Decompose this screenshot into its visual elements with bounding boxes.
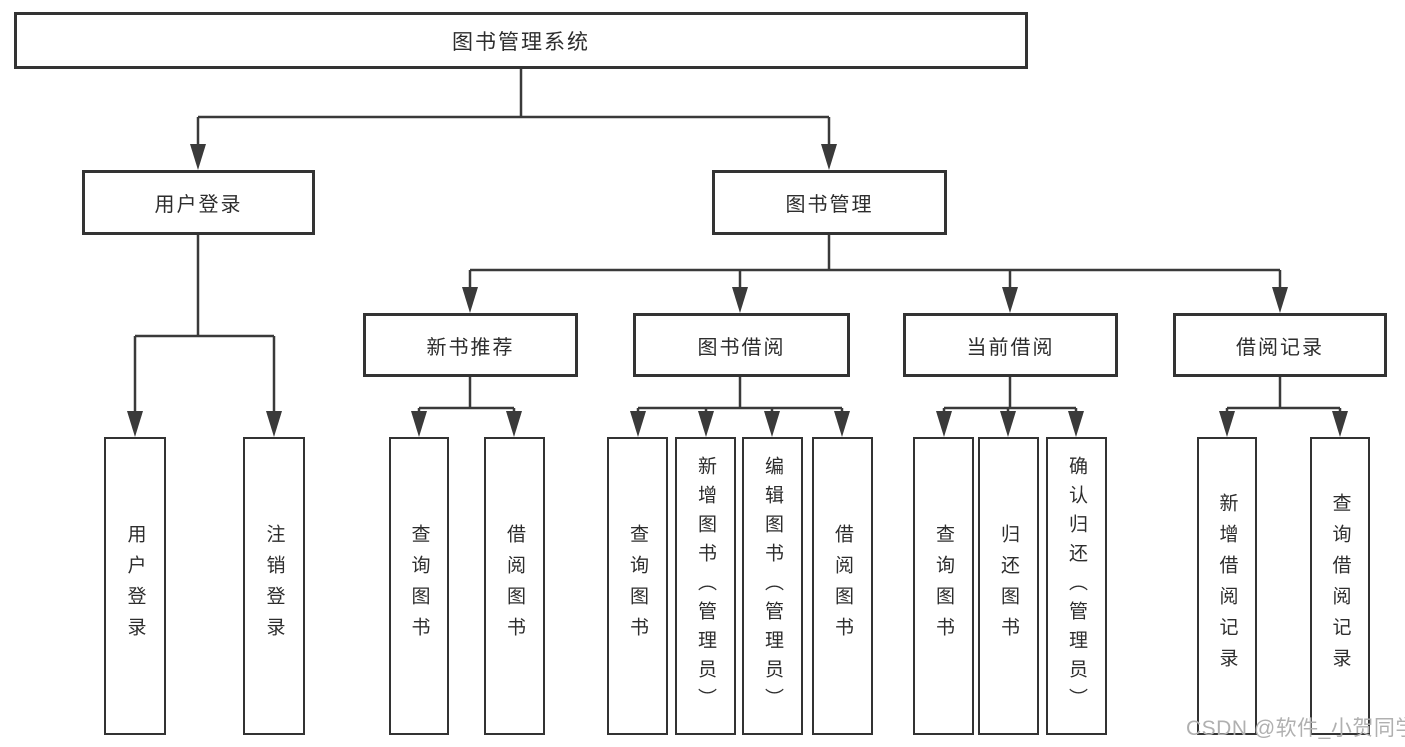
node-library-management-system: 图书管理系统 — [14, 12, 1028, 69]
arrowhead-icon — [411, 411, 427, 437]
leaf-logout: 注销登录 — [243, 437, 305, 735]
arrowhead-icon — [936, 411, 952, 437]
arrowhead-icon — [266, 411, 282, 437]
arrowhead-icon — [630, 411, 646, 437]
leaf-borrow-books-recommend: 借阅图书 — [484, 437, 545, 735]
csdn-watermark: CSDN @软件_小贺同学 — [1186, 717, 1405, 740]
node-book-borrowing: 图书借阅 — [633, 313, 850, 377]
arrowhead-icon — [1002, 287, 1018, 313]
node-book-management: 图书管理 — [712, 170, 947, 235]
leaf-add-borrow-record: 新增借阅记录 — [1197, 437, 1257, 735]
node-borrowing-records: 借阅记录 — [1173, 313, 1387, 377]
arrowhead-icon — [506, 411, 522, 437]
node-current-borrowing: 当前借阅 — [903, 313, 1118, 377]
leaf-query-books-borrowing: 查询图书 — [607, 437, 668, 735]
leaf-borrow-books: 借阅图书 — [812, 437, 873, 735]
arrowhead-icon — [732, 287, 748, 313]
leaf-confirm-return-admin: 确认归还（管理员） — [1046, 437, 1107, 735]
arrowhead-icon — [698, 411, 714, 437]
leaf-user-login: 用户登录 — [104, 437, 166, 735]
arrowhead-icon — [1068, 411, 1084, 437]
leaf-add-book-admin: 新增图书（管理员） — [675, 437, 736, 735]
node-new-book-recommend: 新书推荐 — [363, 313, 578, 377]
arrowhead-icon — [190, 144, 206, 170]
leaf-query-books-recommend: 查询图书 — [389, 437, 449, 735]
leaf-return-book: 归还图书 — [978, 437, 1039, 735]
arrowhead-icon — [1219, 411, 1235, 437]
arrowhead-icon — [127, 411, 143, 437]
arrowhead-icon — [1000, 411, 1016, 437]
node-user-login: 用户登录 — [82, 170, 315, 235]
arrowhead-icon — [1332, 411, 1348, 437]
arrowhead-icon — [764, 411, 780, 437]
leaf-query-books-current: 查询图书 — [913, 437, 974, 735]
arrowhead-icon — [821, 144, 837, 170]
arrowhead-icon — [462, 287, 478, 313]
leaf-edit-book-admin: 编辑图书（管理员） — [742, 437, 803, 735]
arrowhead-icon — [834, 411, 850, 437]
arrowhead-icon — [1272, 287, 1288, 313]
leaf-query-borrow-record: 查询借阅记录 — [1310, 437, 1370, 735]
